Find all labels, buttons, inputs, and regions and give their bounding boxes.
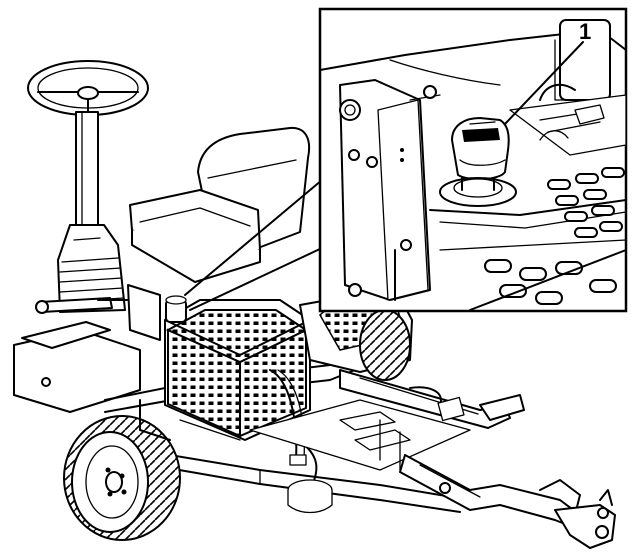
inset-drawing [319,19,627,311]
steering-wheel [27,60,149,116]
steering-boot [57,224,126,313]
steering-column [75,111,99,226]
callout-label-1: 1 [579,19,591,44]
control-module [165,295,187,323]
levers [35,284,161,341]
joystick-base [439,177,517,207]
vent-slots [484,167,625,305]
front-wheel [63,415,181,541]
leader-line-upper [184,179,323,296]
tow-hitch [399,454,616,549]
rear-mechanism [299,287,525,429]
control-box [164,299,311,441]
callout-leader-line [504,41,584,125]
seat [129,126,310,283]
joystick-knob [451,117,510,181]
lower-details [139,399,333,514]
machine-drawing [13,60,616,549]
leader-line-lower [189,247,323,311]
floor-plate [249,399,471,471]
detail-inset: 1 [318,7,628,313]
